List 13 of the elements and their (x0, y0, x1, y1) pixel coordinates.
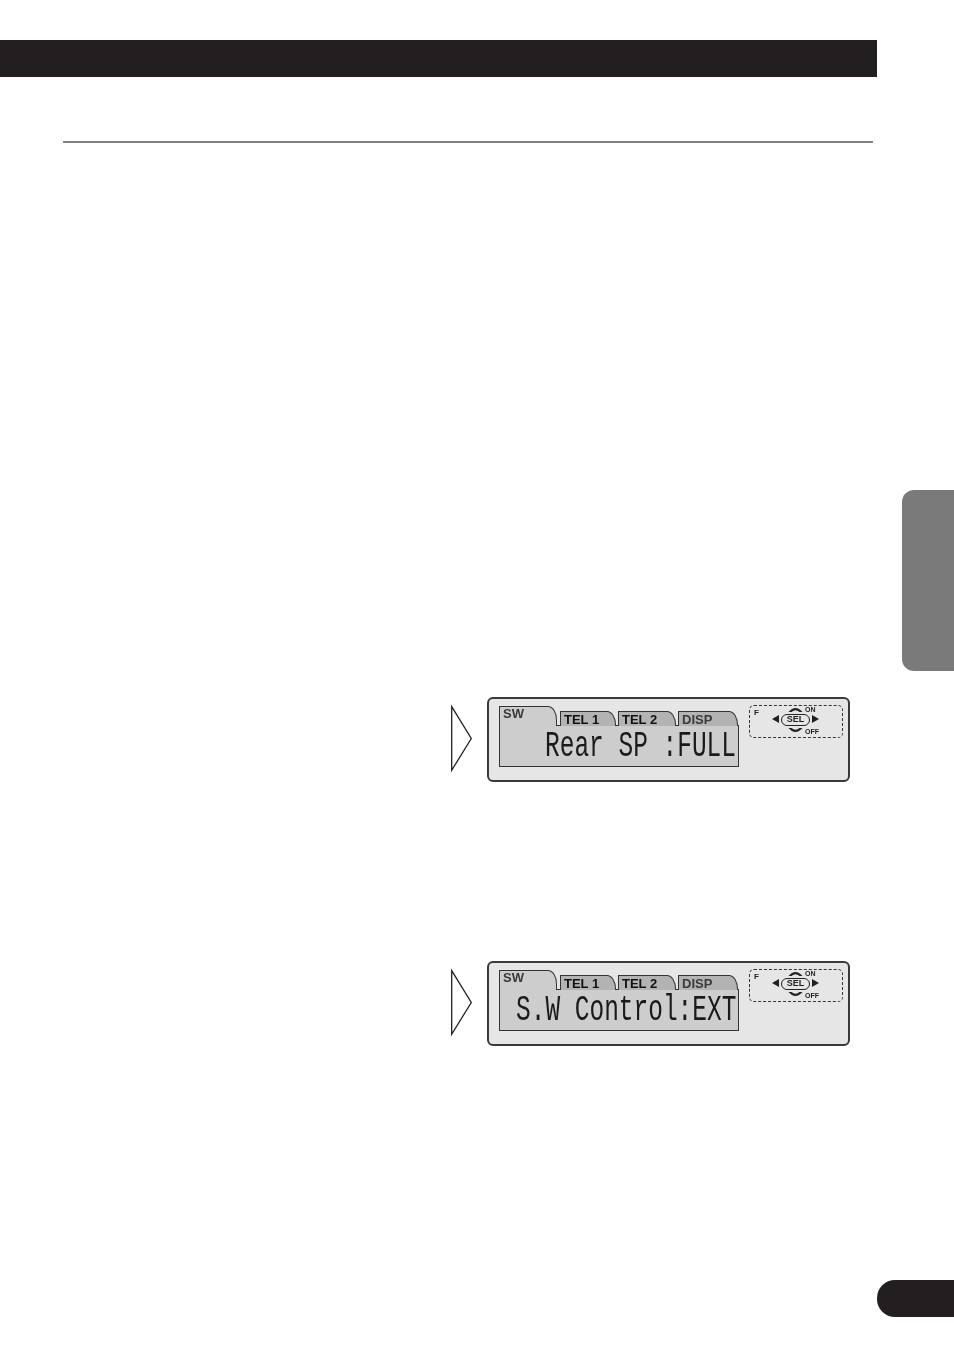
display-tab: DISP (678, 975, 738, 990)
display-tab: TEL 1 (560, 711, 616, 726)
side-tab (902, 490, 954, 671)
display-tab: DISP (678, 711, 738, 726)
indicator-label: F (754, 708, 759, 717)
display-tab: SW (499, 970, 557, 990)
display-tab: TEL 2 (618, 975, 676, 990)
indicator-label: F (754, 972, 759, 981)
display-tab: TEL 2 (618, 711, 676, 726)
display-tab: TEL 1 (560, 975, 616, 990)
lcd-text: Rear SP :FULL (545, 729, 737, 765)
display-tab: SW (499, 706, 557, 726)
lcd-text: S.W Control:EXT (515, 993, 737, 1029)
